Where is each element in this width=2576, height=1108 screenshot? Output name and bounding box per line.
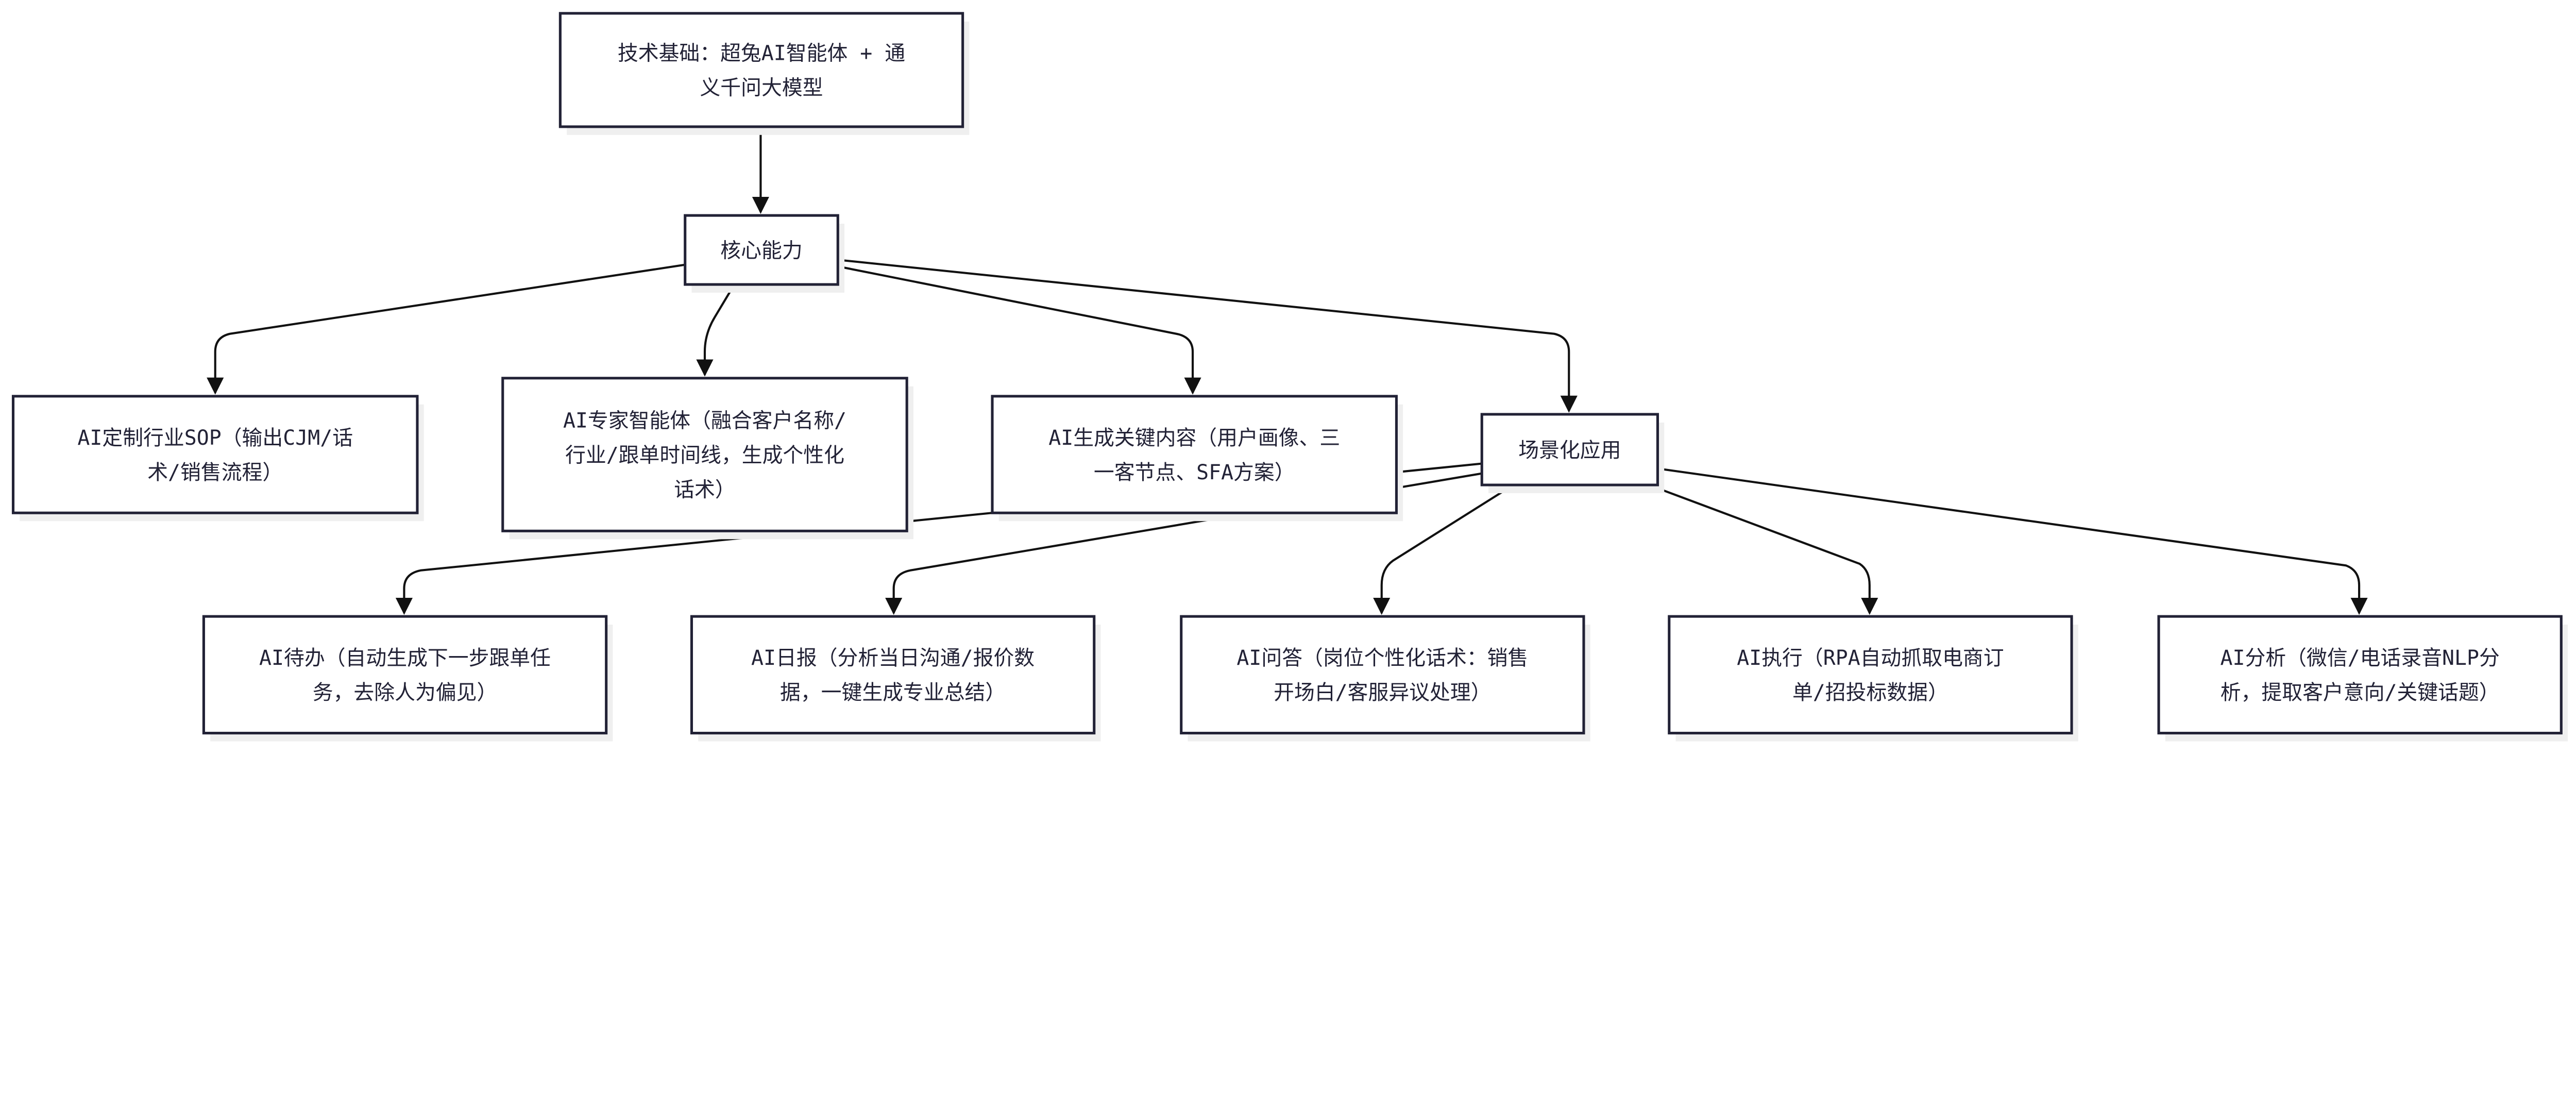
edge-core-expert bbox=[696, 283, 736, 377]
node-label-line: AI问答（岗位个性化话术：销售 bbox=[1236, 646, 1528, 670]
edge-scene-todo bbox=[395, 462, 1482, 615]
node-label-line: AI执行（RPA自动抓取电商订 bbox=[1737, 646, 2004, 670]
node-label-line: 核心能力 bbox=[720, 239, 802, 262]
node-label-line: AI专家智能体（融合客户名称/ bbox=[563, 409, 846, 432]
node-box bbox=[1668, 615, 2073, 735]
node-label-line: 场景化应用 bbox=[1518, 439, 1621, 462]
node-box bbox=[991, 395, 1398, 514]
node-box bbox=[558, 12, 964, 128]
edge-core-sop bbox=[207, 263, 686, 395]
node-box bbox=[1480, 413, 1659, 486]
node-label-line: 析，提取客户意向/关键话题） bbox=[2221, 681, 2500, 704]
node-sop: AI定制行业SOP（输出CJM/话术/销售流程） bbox=[11, 395, 424, 522]
node-label-line: 开场白/客服异议处理） bbox=[1274, 681, 1491, 704]
edges bbox=[207, 126, 2368, 615]
node-core: 核心能力 bbox=[684, 214, 845, 293]
node-label-line: 术/销售流程） bbox=[147, 461, 283, 484]
node-label-line: 单/招投标数据） bbox=[1792, 681, 1948, 704]
node-box bbox=[1180, 615, 1585, 735]
node-scene: 场景化应用 bbox=[1480, 413, 1665, 493]
node-label-line: 务，去除人为偏见） bbox=[313, 681, 498, 704]
edge-scene-exec bbox=[1657, 487, 1878, 615]
node-label-line: AI待办（自动生成下一步跟单任 bbox=[259, 646, 551, 670]
node-label-line: 话术） bbox=[674, 478, 736, 501]
node-label-line: 技术基础：超兔AI智能体 + 通 bbox=[618, 42, 905, 65]
nodes: 技术基础：超兔AI智能体 + 通义千问大模型核心能力AI定制行业SOP（输出CJ… bbox=[11, 12, 2568, 742]
node-box bbox=[501, 377, 908, 532]
flowchart: 技术基础：超兔AI智能体 + 通义千问大模型核心能力AI定制行业SOP（输出CJ… bbox=[11, 12, 2568, 742]
node-label-line: 义千问大模型 bbox=[700, 76, 823, 100]
node-label-line: 据，一键生成专业总结） bbox=[780, 681, 1006, 704]
node-label-line: 行业/跟单时间线，生成个性化 bbox=[565, 443, 844, 467]
node-box bbox=[690, 615, 1096, 735]
node-label-line: 一客节点、SFA方案） bbox=[1094, 461, 1295, 484]
edge-scene-qa bbox=[1373, 487, 1509, 615]
edge-scene-analysis bbox=[1657, 467, 2368, 615]
node-box bbox=[11, 395, 419, 514]
node-label-line: AI生成关键内容（用户画像、三 bbox=[1048, 426, 1340, 450]
node-box bbox=[684, 214, 839, 286]
node-label-line: AI定制行业SOP（输出CJM/话 bbox=[77, 426, 353, 450]
node-label-line: AI日报（分析当日沟通/报价数 bbox=[751, 646, 1035, 670]
node-label-line: AI分析（微信/电话录音NLP分 bbox=[2220, 646, 2499, 670]
edge-core-scene bbox=[838, 259, 1578, 413]
edge-scene-daily bbox=[885, 472, 1482, 615]
node-box bbox=[2157, 615, 2563, 735]
node-box bbox=[202, 615, 608, 735]
edge-core-content bbox=[837, 265, 1201, 395]
